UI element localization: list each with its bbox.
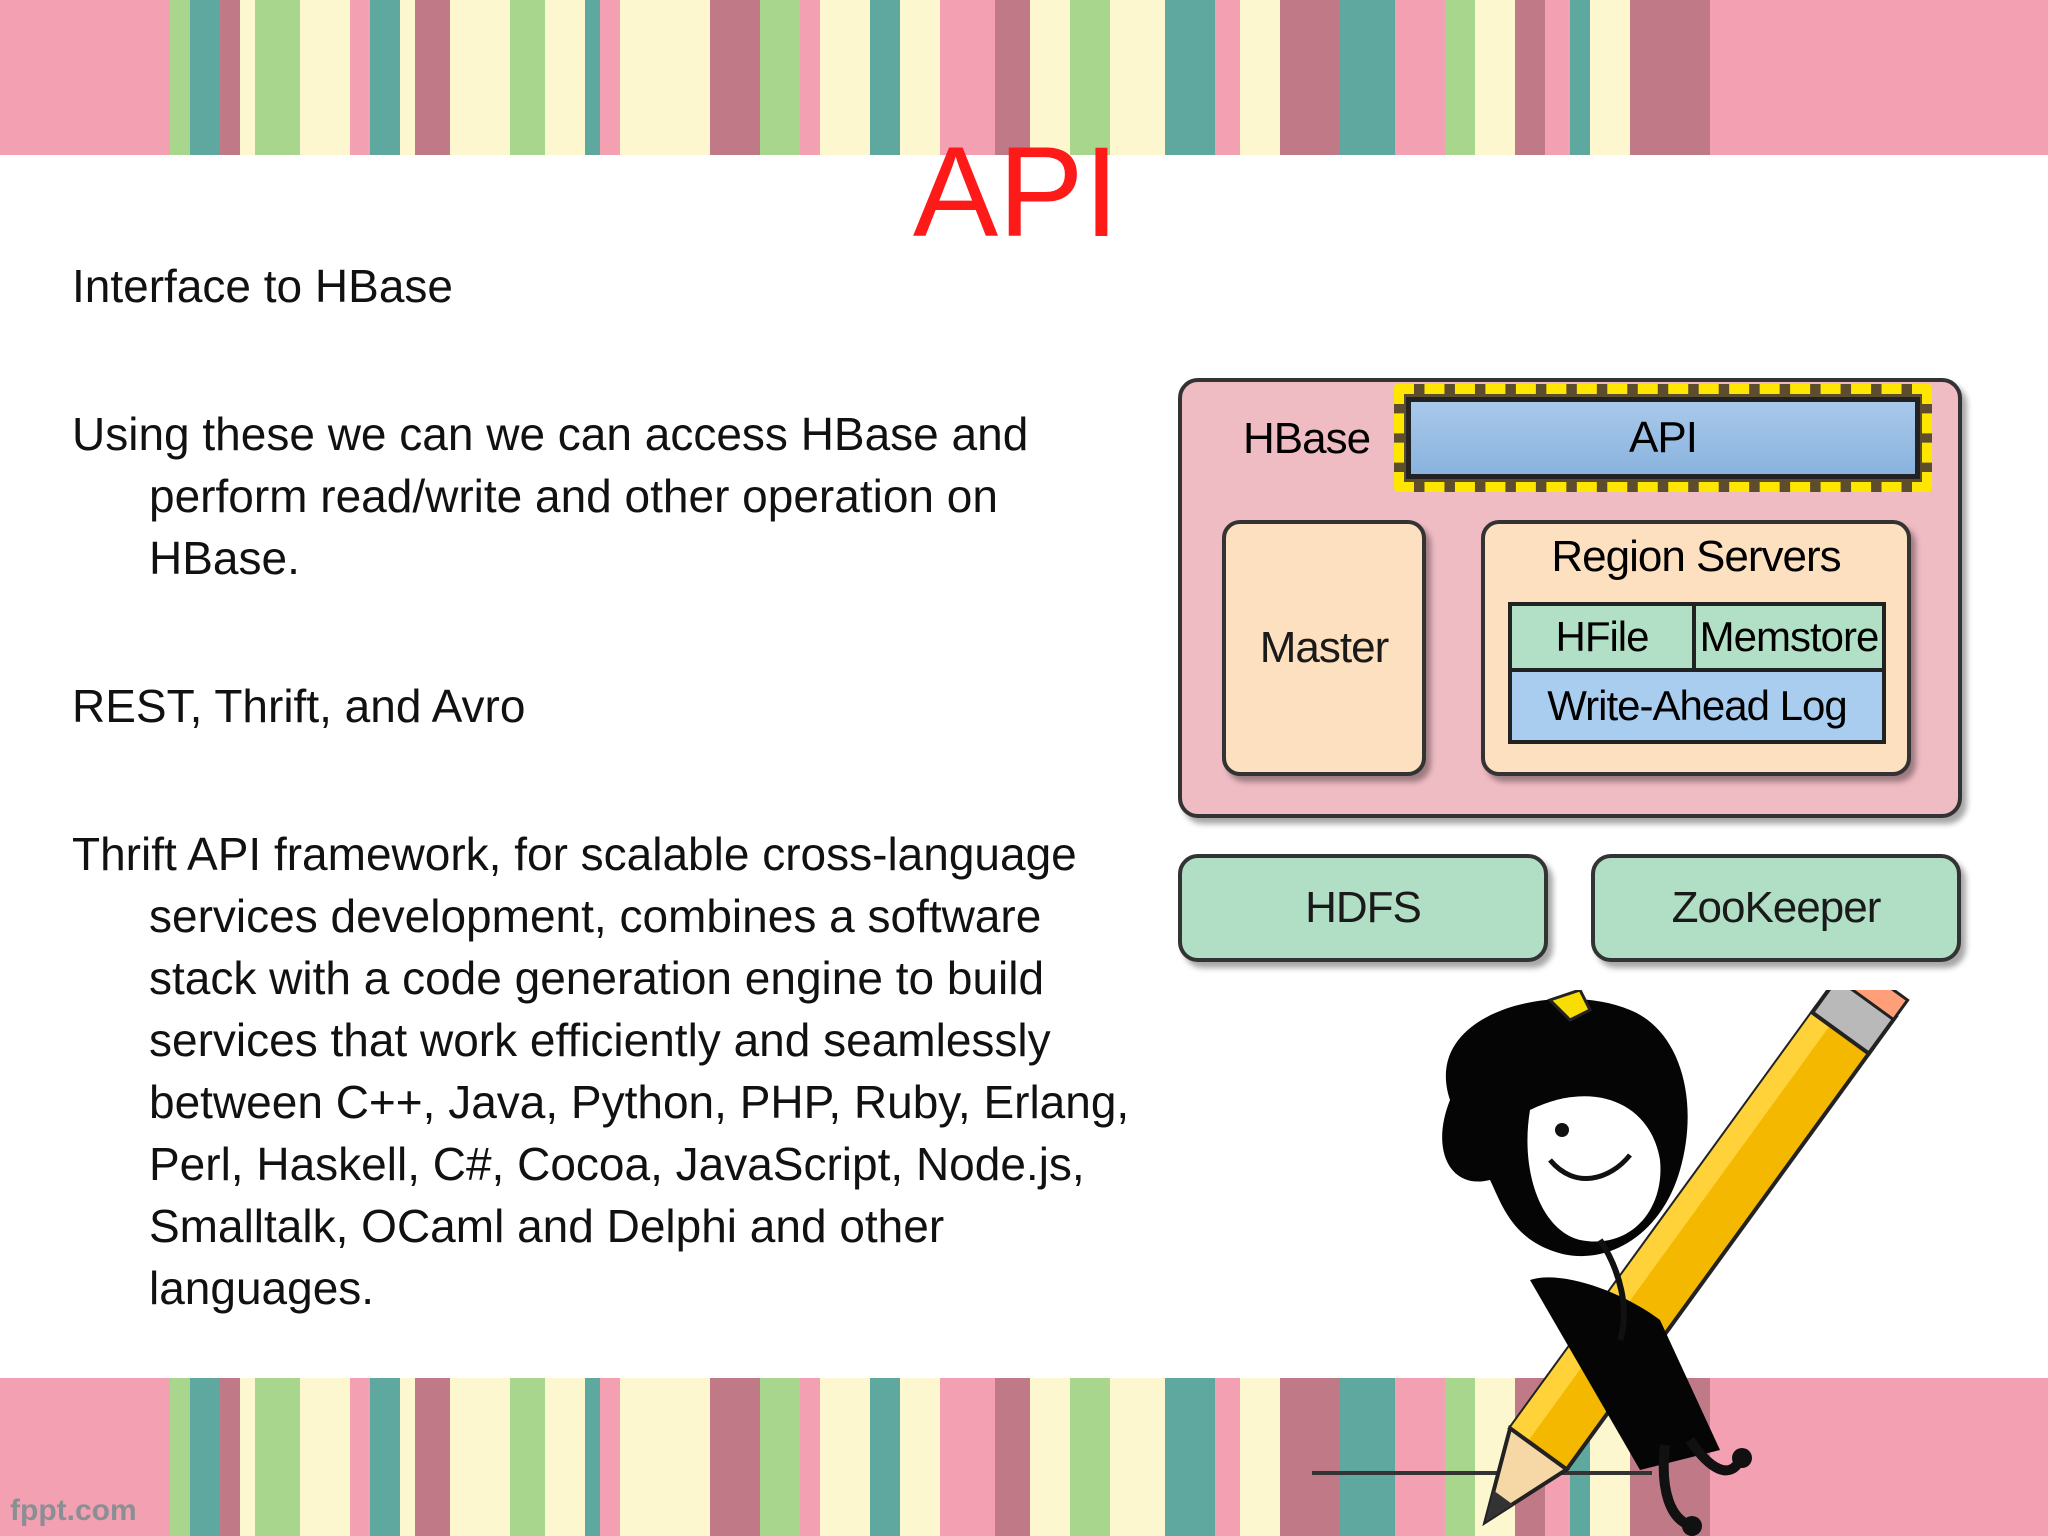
zookeeper-box: ZooKeeper: [1591, 854, 1961, 962]
stripe: [1710, 0, 2048, 155]
girl-with-pencil-icon: [1312, 990, 1910, 1536]
stripe: [710, 0, 760, 155]
stripe: [190, 0, 220, 155]
stripe: [1240, 0, 1280, 155]
stripe: [415, 0, 450, 155]
stripe: [1545, 0, 1570, 155]
stripe: [1515, 0, 1545, 155]
stripe: [350, 1378, 370, 1536]
bullet-item: Using these we can we can access HBase a…: [72, 408, 1029, 584]
master-box: Master: [1222, 520, 1426, 776]
stripe: [545, 0, 585, 155]
stripe: [1070, 0, 1110, 155]
stripe: [1110, 1378, 1165, 1536]
slide-title-text: API: [912, 121, 1120, 264]
stripe: [510, 0, 545, 155]
stripe: [170, 0, 190, 155]
stripe: [760, 0, 800, 155]
stripe: [820, 1378, 870, 1536]
stripe: [350, 0, 370, 155]
stripe: [620, 0, 710, 155]
stripe: [870, 1378, 900, 1536]
stripe: [600, 1378, 620, 1536]
hfile-box: HFile: [1508, 602, 1696, 672]
stripe: [545, 1378, 585, 1536]
stripe: [1340, 1378, 1395, 1536]
stripe: [220, 1378, 240, 1536]
stripe: [450, 1378, 510, 1536]
stripe: [0, 0, 170, 155]
stripe: [1445, 0, 1475, 155]
stripe: [240, 1378, 255, 1536]
fppt-logo: fppt.com: [10, 1494, 137, 1527]
stripe: [1395, 0, 1445, 155]
hdfs-box: HDFS: [1178, 854, 1548, 962]
stripe: [370, 1378, 400, 1536]
region-servers-label: Region Servers: [1551, 532, 1841, 581]
stripe: [1710, 1378, 2048, 1536]
stripe: [710, 1378, 760, 1536]
stripe: [300, 0, 350, 155]
stripe: [900, 0, 940, 155]
slide-title: API: [0, 118, 2048, 268]
stripe: [800, 1378, 820, 1536]
stripe: [0, 1378, 170, 1536]
stripe: [995, 1378, 1030, 1536]
bullet-item: REST, Thrift, and Avro: [72, 680, 526, 732]
api-bar: API: [1406, 397, 1920, 479]
stripe: [1280, 0, 1340, 155]
memstore-box: Memstore: [1692, 602, 1886, 672]
stripe: [1395, 1378, 1445, 1536]
stripe: [940, 1378, 995, 1536]
stripe: [255, 0, 300, 155]
stripe: [620, 1378, 710, 1536]
stripe: [510, 1378, 545, 1536]
stripe: [300, 1378, 350, 1536]
stripe: [1215, 1378, 1240, 1536]
stripe: [995, 0, 1030, 155]
stripe: [370, 0, 400, 155]
stripe: [1240, 1378, 1280, 1536]
stripe: [1340, 0, 1395, 155]
stripe: [1215, 0, 1240, 155]
stripe: [1165, 1378, 1215, 1536]
stripe: [255, 1378, 300, 1536]
stripe: [240, 0, 255, 155]
stripe: [1590, 0, 1630, 155]
bullet-item: Interface to HBase: [72, 260, 453, 312]
stripe: [1280, 1378, 1340, 1536]
bullet-item: Thrift API framework, for scalable cross…: [72, 828, 1130, 1314]
stripe: [870, 0, 900, 155]
stripe: [170, 1378, 190, 1536]
stripe: [1445, 1378, 1475, 1536]
stripe: [400, 0, 415, 155]
stripe: [820, 0, 870, 155]
stripe: [1110, 0, 1165, 155]
stripe: [220, 0, 240, 155]
stripe: [1570, 0, 1590, 155]
stripe: [940, 0, 995, 155]
stripe: [1070, 1378, 1110, 1536]
stripe: [1475, 0, 1515, 155]
stripe: [1165, 0, 1215, 155]
write-ahead-log-box: Write-Ahead Log: [1508, 668, 1886, 744]
stripe: [415, 1378, 450, 1536]
stripe: [585, 1378, 600, 1536]
stripe: [190, 1378, 220, 1536]
bullet-list: Interface to HBase Using these we can we…: [72, 255, 1152, 1319]
hbase-architecture-diagram: HBase API Master Region Servers HFile Me…: [1178, 374, 1964, 964]
stripe: [600, 0, 620, 155]
stripe: [450, 0, 510, 155]
top-stripe-band: [0, 0, 2048, 155]
stripe: [585, 0, 600, 155]
stripe: [1030, 0, 1070, 155]
stripe: [1030, 1378, 1070, 1536]
stripe: [900, 1378, 940, 1536]
stripe: [800, 0, 820, 155]
stripe: [760, 1378, 800, 1536]
hbase-label: HBase: [1243, 414, 1371, 463]
stripe: [400, 1378, 415, 1536]
stripe: [1630, 0, 1710, 155]
